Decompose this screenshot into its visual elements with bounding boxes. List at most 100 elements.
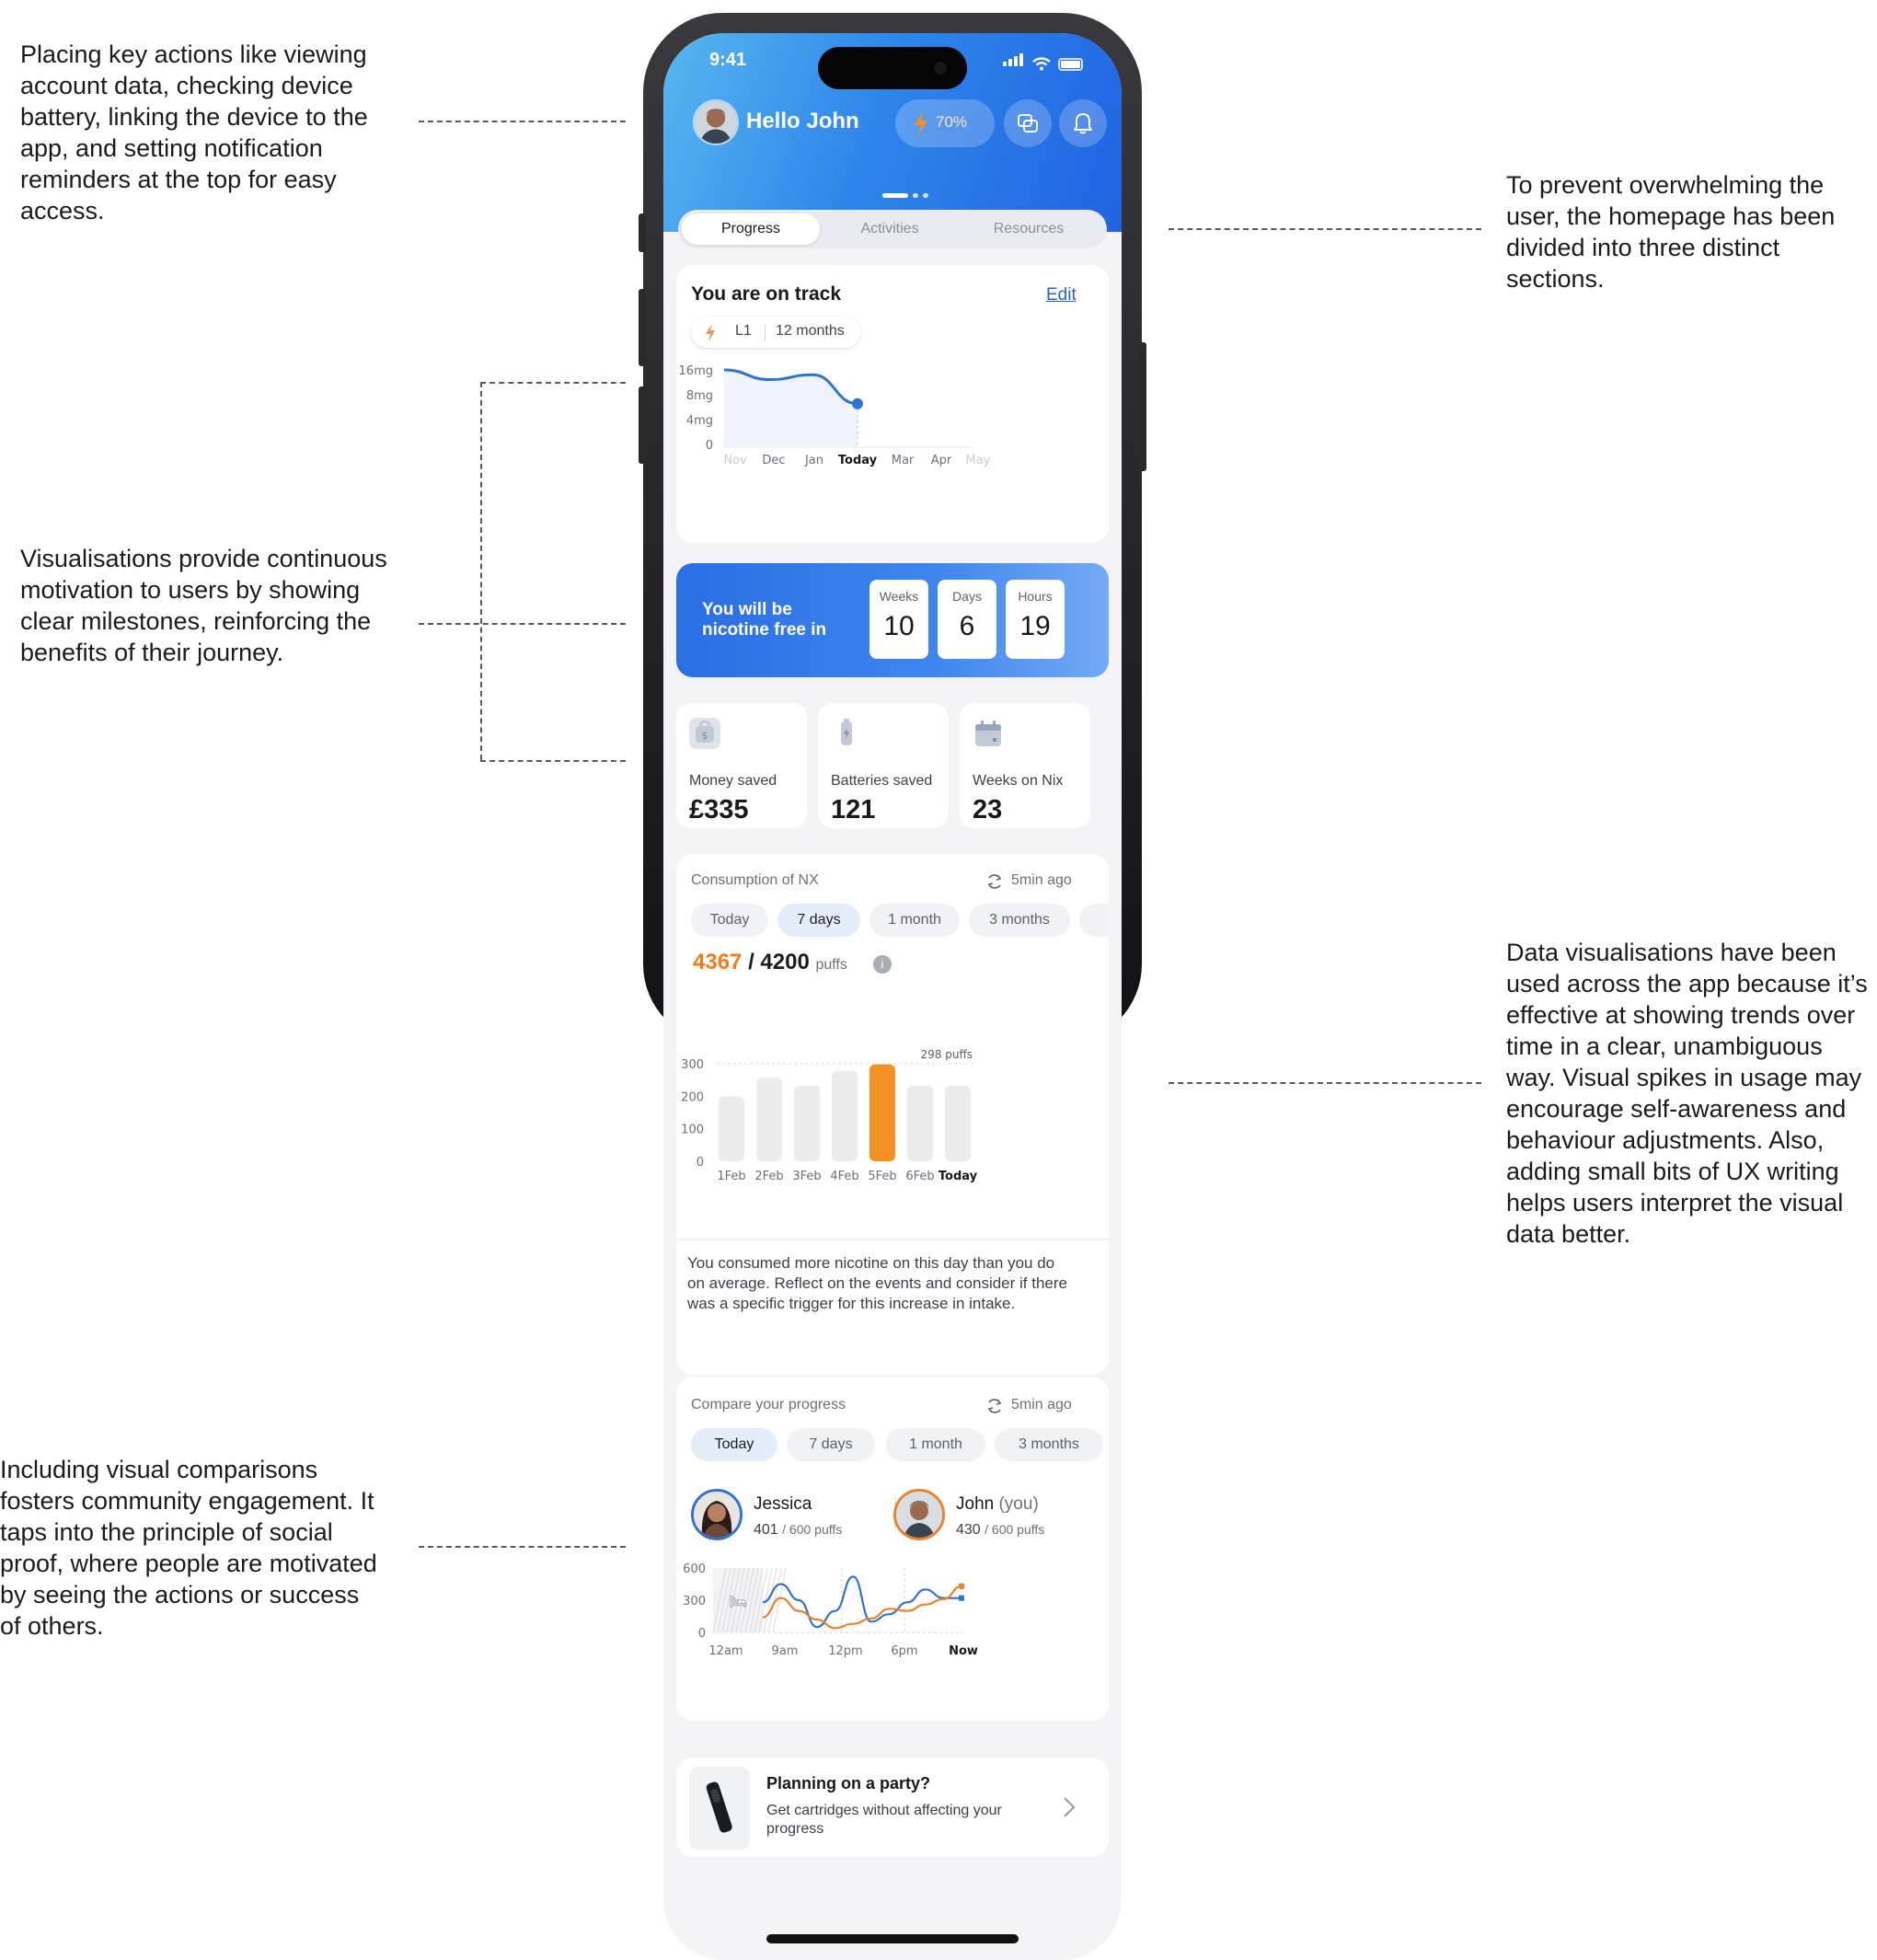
annotation-data-vis: Data visualisations have been used acros… (1506, 939, 1868, 1248)
wallet-icon: $ (689, 718, 720, 749)
avatar-john[interactable] (893, 1489, 945, 1540)
series-end-point (958, 1583, 965, 1590)
sleep-hatch (726, 1567, 741, 1633)
status-icons (1003, 53, 1083, 71)
person2-value: 430 (956, 1522, 981, 1538)
range-more[interactable] (1079, 904, 1109, 937)
tab-progress[interactable]: Progress (682, 213, 820, 245)
calendar-icon (973, 718, 1004, 749)
link-device-button[interactable] (1004, 99, 1052, 147)
info-icon[interactable]: i (873, 955, 892, 974)
series-line (762, 1575, 962, 1629)
cartridge-icon (706, 1781, 732, 1833)
y-tick-label: 200 (681, 1090, 704, 1104)
range-today[interactable]: Today (691, 1428, 777, 1461)
plan-duration: 12 months (776, 323, 845, 339)
tab-activities[interactable]: Activities (860, 221, 919, 236)
notifications-button[interactable] (1059, 99, 1107, 147)
puffs-current: 4367 (693, 950, 743, 974)
stat-weeks-on-nix[interactable]: Weeks on Nix 23 (960, 703, 1090, 828)
sleep-hatch (735, 1567, 750, 1633)
person1-limit: / 600 puffs (782, 1522, 843, 1537)
hours-label: Hours (1018, 589, 1053, 604)
person2-name: John (you) (956, 1494, 1039, 1515)
y-tick-label: 4mg (686, 414, 713, 428)
days-counter: Days 6 (938, 580, 996, 659)
range-3-months[interactable]: 3 months (969, 904, 1070, 937)
x-tick-label: Mar (892, 454, 915, 467)
stat-value: £335 (689, 795, 749, 824)
consumption-title: Consumption of NX (691, 872, 819, 888)
bell-icon (1074, 113, 1092, 134)
bar (945, 1086, 971, 1161)
range-1-month[interactable]: 1 month (869, 904, 960, 937)
range-7-days[interactable]: 7 days (787, 1428, 875, 1461)
weeks-counter: Weeks 10 (869, 580, 928, 659)
days-label: Days (952, 589, 982, 604)
consumption-updated: 5min ago (1011, 872, 1072, 888)
edit-link[interactable]: Edit (1046, 285, 1077, 305)
x-tick-label: 6pm (891, 1644, 917, 1658)
connector-top-actions (419, 121, 626, 122)
compare-card: Compare your progress 5min ago Today 7 d… (676, 1377, 1109, 1721)
annotation-sections: To prevent overwhelming the user, the ho… (1506, 171, 1836, 293)
y-tick-label: 0 (697, 1156, 704, 1170)
plan-level: L1 (735, 323, 752, 339)
chevron-right-icon[interactable] (1061, 1794, 1077, 1820)
header-hero: 9:41 Hello John (663, 33, 1122, 232)
range-3-months[interactable]: 3 months (995, 1428, 1103, 1461)
connector-vis-bottom (480, 760, 626, 762)
x-tick-label: 9am (772, 1644, 799, 1658)
side-button-silent (639, 213, 646, 252)
stat-label: Weeks on Nix (973, 773, 1064, 789)
avatar[interactable] (693, 99, 739, 145)
puffs-target: / 4200 (748, 950, 810, 974)
area-fill (724, 370, 858, 447)
device-battery-button[interactable]: 70% (895, 99, 995, 147)
sleep-hatch (758, 1567, 773, 1633)
side-button-power (1139, 342, 1146, 471)
x-tick-label: 4Feb (830, 1170, 858, 1183)
stat-money-saved[interactable]: $ Money saved £335 (676, 703, 807, 828)
weeks-label: Weeks (879, 589, 919, 604)
sleep-hatch (740, 1567, 754, 1633)
annotation-top-actions: Placing key actions like viewing account… (20, 40, 368, 225)
series-line (723, 368, 858, 406)
annotation-visualisations: Visualisations provide continuous motiva… (20, 545, 387, 666)
lightning-icon (915, 111, 927, 135)
stat-batteries-saved[interactable]: Batteries saved 121 (818, 703, 949, 828)
card-divider (676, 1239, 1109, 1240)
weeks-value: 10 (883, 611, 915, 641)
avatar-jessica[interactable] (691, 1489, 743, 1540)
refresh-icon[interactable] (985, 1397, 1004, 1415)
range-today[interactable]: Today (691, 904, 768, 937)
side-button-volume-down (639, 386, 646, 464)
sleep-hatch (712, 1567, 727, 1633)
range-7-days[interactable]: 7 days (777, 904, 860, 937)
person2-puffs: 430 / 600 puffs (956, 1522, 1044, 1539)
person1-value: 401 (754, 1522, 778, 1538)
person2-you: (you) (998, 1494, 1039, 1514)
y-tick-label: 8mg (686, 389, 713, 403)
person1-puffs: 401 / 600 puffs (754, 1522, 842, 1539)
greeting: Hello John (746, 109, 859, 133)
sleep-hatch (749, 1567, 764, 1633)
compare-updated: 5min ago (1011, 1397, 1072, 1412)
sleep-hatch (763, 1567, 777, 1633)
range-1-month[interactable]: 1 month (886, 1428, 985, 1461)
track-title: You are on track (691, 283, 841, 305)
person1-name: Jessica (754, 1494, 812, 1514)
plan-chip[interactable]: L1 12 months (691, 317, 860, 348)
wifi-icon (1032, 57, 1051, 71)
series-end-point (959, 1595, 964, 1601)
refresh-icon[interactable] (985, 872, 1004, 891)
y-tick-label: 100 (681, 1124, 704, 1137)
sleep-hatch (754, 1567, 768, 1633)
annotation-comparisons: Including visual comparisons fosters com… (0, 1456, 377, 1640)
connector-data-vis (1169, 1082, 1481, 1084)
tab-resources[interactable]: Resources (993, 221, 1065, 236)
x-tick-label: May (966, 454, 991, 467)
